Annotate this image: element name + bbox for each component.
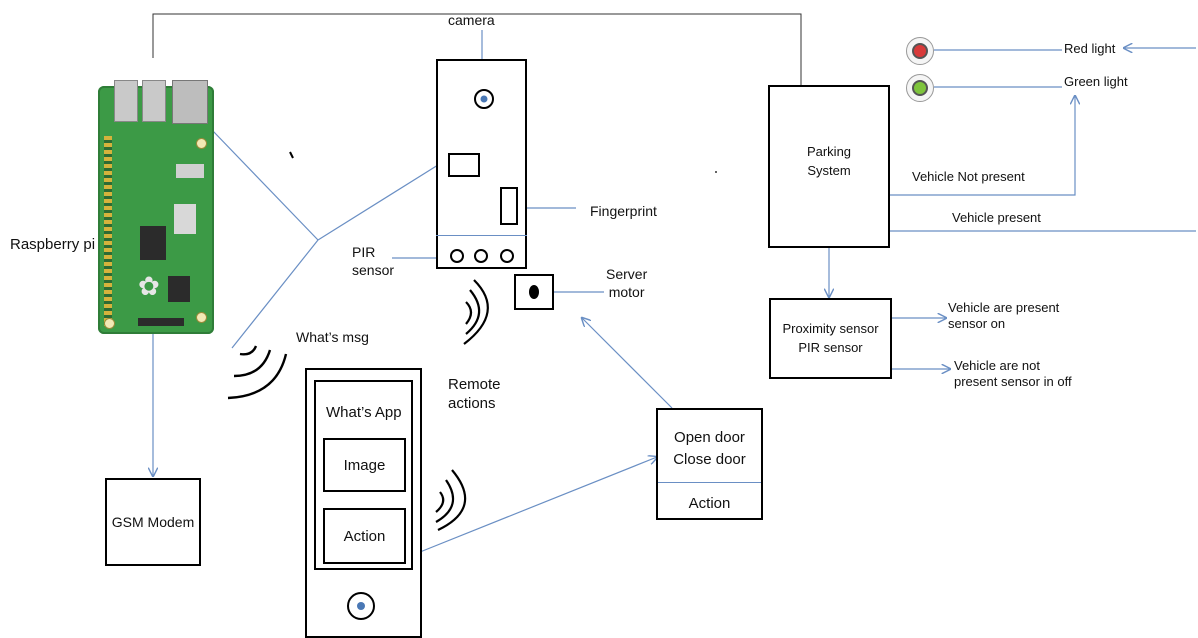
- servo-motor: [514, 274, 554, 310]
- door-control-box: Open door Close door Action: [656, 408, 763, 520]
- vehicle-are-present-label: Vehicle are present sensor on: [948, 300, 1060, 332]
- whatsapp-image-label: Image: [343, 456, 386, 474]
- phone-screen: What’s App Image Action: [314, 380, 413, 570]
- pir-sensor-dot-icon: [450, 249, 464, 263]
- proximity-sensor-label: Proximity sensor PIR sensor: [782, 320, 879, 355]
- fingerprint-reader-icon: [500, 187, 518, 225]
- gsm-modem-box: GSM Modem: [105, 478, 201, 566]
- server-motor-label: Server motor: [606, 266, 648, 300]
- camera-lens-icon: [474, 89, 494, 109]
- phone-device: What’s App Image Action: [305, 368, 422, 638]
- fingerprint-label: Fingerprint: [590, 203, 657, 219]
- camera-device: [436, 59, 527, 269]
- wireless-signal-icon-motor: [463, 279, 489, 345]
- wireless-signal-icon-phone: [435, 469, 467, 531]
- wireless-signal-icon-msg: [227, 345, 288, 400]
- parking-system-label: Parking System: [806, 144, 852, 178]
- door-to-motor-line: [582, 318, 673, 409]
- junction-to-device-line: [317, 160, 446, 241]
- rpi-to-junction-line: [211, 129, 319, 241]
- top-bus-line: [152, 13, 802, 86]
- whatsapp-action-button[interactable]: Action: [323, 508, 406, 564]
- pir-sensor-dot-icon: [474, 249, 488, 263]
- red-light-label: Red light: [1064, 41, 1116, 56]
- door-controls-label: Open door Close door: [673, 428, 746, 469]
- phone-home-button-icon[interactable]: [347, 592, 375, 620]
- vehicle-not-present-label: Vehicle Not present: [912, 169, 1025, 184]
- parking-system-box: Parking System: [768, 85, 890, 248]
- whatsapp-image-button[interactable]: Image: [323, 438, 406, 492]
- vehicle-are-not-present-label: Vehicle are not present sensor in off: [954, 358, 1072, 390]
- whatsapp-action-label: Action: [343, 527, 386, 545]
- green-light-icon: [906, 74, 934, 102]
- raspberry-pi-board-icon: ✿: [98, 80, 214, 334]
- remote-actions-label: Remote actions: [448, 376, 501, 412]
- vehicle-present-label: Vehicle present: [952, 210, 1041, 225]
- red-light-icon: [906, 37, 934, 65]
- junction-to-lower-line: [231, 239, 319, 349]
- gsm-modem-label: GSM Modem: [111, 514, 195, 530]
- motor-shaft-icon: [529, 285, 539, 299]
- whats-msg-label: What’s msg: [296, 329, 369, 345]
- phone-to-door-line: [419, 457, 657, 553]
- vehicle-not-present-line: [890, 96, 1075, 196]
- display-panel: [448, 153, 480, 177]
- raspberry-pi-label: Raspberry pi: [10, 236, 96, 253]
- whatsapp-title: What’s App: [326, 404, 402, 421]
- camera-label: camera: [448, 12, 495, 28]
- pir-sensor-dot-icon: [500, 249, 514, 263]
- door-action-label: Action: [688, 494, 731, 512]
- pir-sensor-label: PIR sensor: [352, 244, 395, 278]
- green-light-label: Green light: [1064, 74, 1128, 89]
- proximity-sensor-box: Proximity sensor PIR sensor: [769, 298, 892, 379]
